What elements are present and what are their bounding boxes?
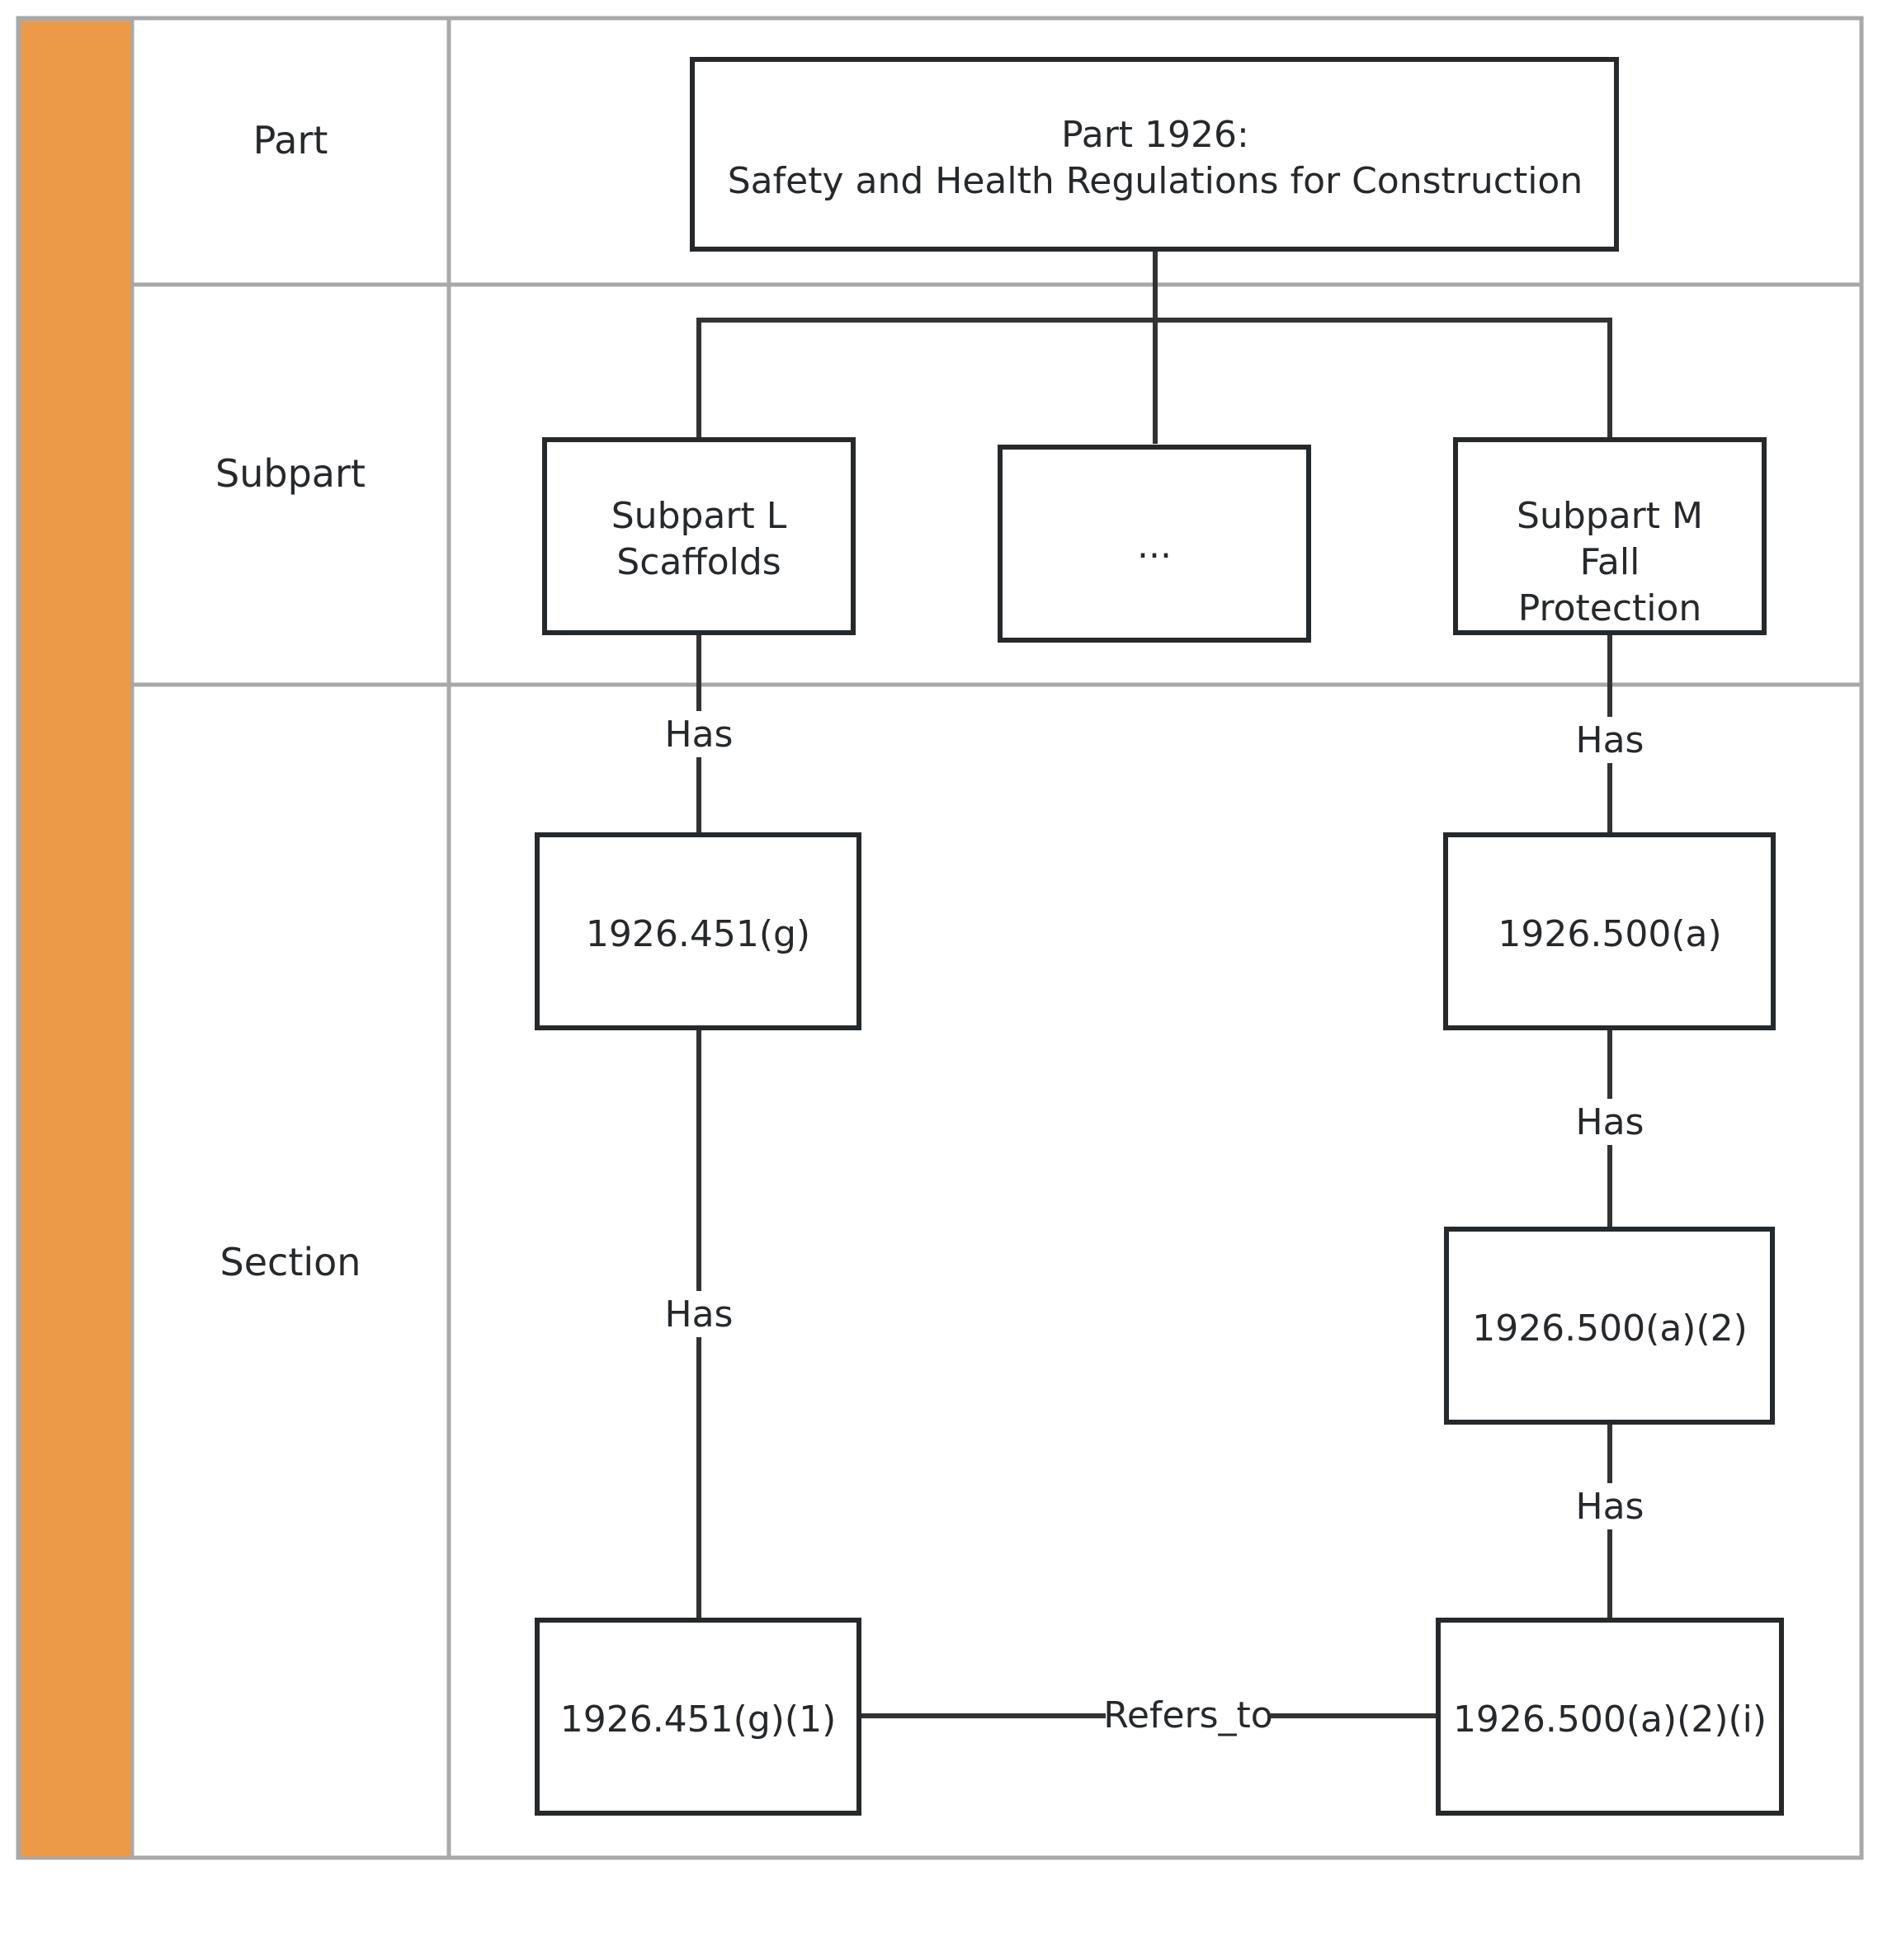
edge-label-has-subpart-m: Has [1576, 719, 1644, 761]
node-500a2i-label: 1926.500(a)(2)(i) [1453, 1699, 1767, 1741]
node-subpart-m-line1: Subpart M [1517, 495, 1703, 537]
edge-label-refers-to: Refers_to [1103, 1694, 1272, 1736]
node-451g-label: 1926.451(g) [586, 913, 810, 955]
edge-part-to-subpart-m [1155, 318, 1612, 438]
node-451g1-box [535, 1618, 861, 1816]
lane-label-section: Section [220, 1240, 361, 1284]
node-subpart-more-label: ... [1137, 525, 1172, 567]
lane-label-part: Part [253, 118, 328, 163]
node-part: Part 1926: Safety and Health Regulations… [690, 57, 1619, 252]
lane-label-subpart: Subpart [215, 451, 366, 496]
node-subpart-m: Subpart M Fall Protection [1453, 437, 1767, 635]
node-500a2i-box [1436, 1618, 1784, 1816]
edge-label-has-500a: Has [1576, 1101, 1644, 1143]
node-section-451g: 1926.451(g) [535, 832, 861, 1030]
edge-label-bg [660, 1291, 738, 1337]
node-subpart-m-box [1453, 437, 1767, 635]
node-part-line2: Safety and Health Regulations for Constr… [728, 160, 1583, 202]
node-500a-box [1443, 832, 1776, 1030]
node-section-500a: 1926.500(a) [1443, 832, 1776, 1030]
node-subpart-m-line2: Fall [1580, 541, 1640, 583]
edge-label-bg [660, 711, 738, 757]
lane-header-band [16, 16, 134, 1860]
edge-label-has-500a2: Has [1576, 1486, 1644, 1528]
node-500a2-box [1444, 1227, 1775, 1425]
edge-label-bg [1571, 1483, 1649, 1529]
node-subpart-more-box [998, 445, 1311, 643]
edge-label-bg [1571, 717, 1649, 763]
node-subpart-l: Subpart L Scaffolds [542, 437, 856, 635]
node-500a2-label: 1926.500(a)(2) [1472, 1307, 1748, 1350]
edge-part-to-subpart-l [696, 318, 1155, 438]
edge-labels: Has Has Has Has Has Refers_to [660, 711, 1649, 1737]
edges-part-to-subparts [696, 249, 1612, 445]
edge-label-bg [1106, 1691, 1271, 1737]
edge-label-bg [1571, 1099, 1649, 1145]
swimlane-frame [16, 16, 1864, 1860]
node-451g-box [535, 832, 861, 1030]
edge-label-has-subpart-l: Has [665, 714, 734, 756]
edge-label-has-451g: Has [665, 1293, 734, 1336]
node-part-box [690, 57, 1619, 252]
node-subpart-l-line1: Subpart L [611, 495, 787, 537]
node-subpart-more: ... [998, 445, 1311, 643]
node-section-500a2i: 1926.500(a)(2)(i) [1436, 1618, 1784, 1816]
node-subpart-m-line3: Protection [1518, 587, 1702, 629]
node-section-500a2: 1926.500(a)(2) [1444, 1227, 1775, 1425]
node-subpart-l-box [542, 437, 856, 635]
node-part-line1: Part 1926: [1061, 114, 1249, 156]
node-subpart-l-line2: Scaffolds [616, 541, 781, 583]
node-451g1-label: 1926.451(g)(1) [560, 1699, 837, 1741]
node-section-451g1: 1926.451(g)(1) [535, 1618, 861, 1816]
lane-frame [130, 16, 1864, 1860]
node-500a-label: 1926.500(a) [1498, 913, 1721, 955]
